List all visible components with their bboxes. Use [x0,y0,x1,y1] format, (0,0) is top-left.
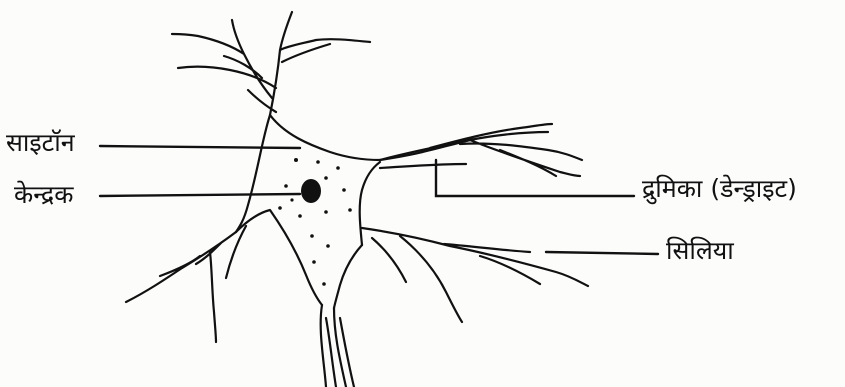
cytoplasm-granules [278,158,352,286]
upper-dendrites [172,12,370,115]
leader-cyton [100,146,300,148]
lower-right-dendrites [362,228,588,322]
lower-left-dendrites [126,226,246,342]
label-cyton: साइटॉन [6,130,75,155]
label-dendrite: द्रुमिका (डेन्ड्राइट) [642,176,797,201]
leader-cilia [546,252,658,254]
cell-body-lower [236,210,362,308]
right-dendrites [380,124,582,176]
nucleus [301,179,321,203]
axon [321,305,354,387]
leader-nucleus [100,194,300,196]
label-nucleus: केन्द्रक [14,182,73,207]
label-cilia: सिलिया [666,238,734,263]
